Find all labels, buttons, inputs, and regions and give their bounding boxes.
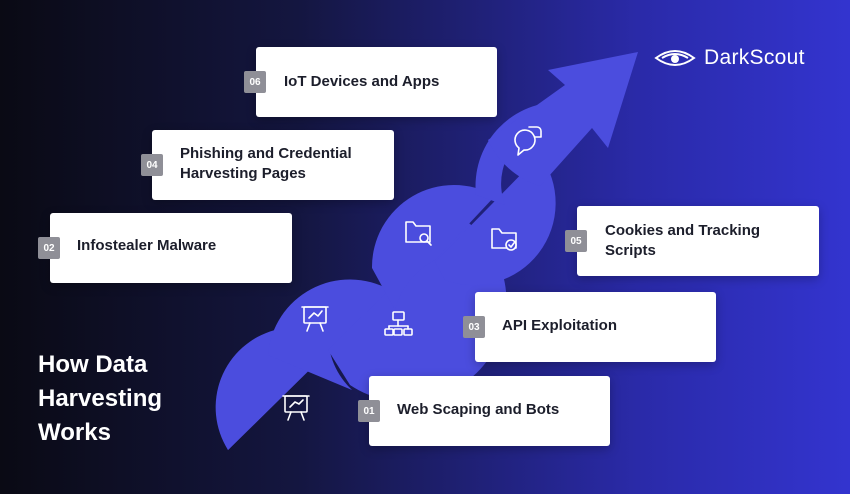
step-number-01: 01: [358, 400, 380, 422]
chat-bubble-icon: [514, 126, 542, 156]
step-number-06: 06: [244, 71, 266, 93]
page-title: How Data Harvesting Works: [38, 351, 163, 446]
eye-logo-icon: [654, 50, 696, 66]
flow-segment-5: [371, 185, 495, 310]
presentation-trend-icon: [301, 306, 329, 332]
step-number-03: 03: [463, 316, 485, 338]
folder-check-icon: [491, 228, 517, 251]
step-card-06: [256, 47, 497, 117]
flow-segment-6: [435, 155, 556, 286]
step-label-06: IoT Devices and Apps: [284, 73, 440, 90]
step-card-03: [475, 292, 716, 362]
step-card-02: [50, 213, 292, 283]
step-label-01: Web Scaping and Bots: [397, 401, 560, 418]
step-card-05: [577, 206, 819, 276]
step-label-04: Phishing and Credential Harvesting Pages: [180, 145, 352, 182]
flow-segment-3: [268, 279, 390, 390]
flow-segment-7: [475, 102, 558, 205]
brand-name: DarkScout: [704, 46, 805, 69]
step-number-02: 02: [38, 237, 60, 259]
brand-logo: DarkScout: [654, 46, 805, 70]
step-card-01: [369, 376, 610, 446]
step-number-05: 05: [565, 230, 587, 252]
network-hierarchy-icon: [384, 311, 413, 336]
step-label-05: Cookies and Tracking Scripts: [605, 222, 761, 259]
step-label-03: API Exploitation: [502, 317, 618, 334]
folder-search-icon: [405, 221, 432, 246]
step-number-04: 04: [141, 154, 163, 176]
step-label-02: Infostealer Malware: [77, 237, 217, 254]
step-card-04: [152, 130, 394, 200]
flow-arrow-head: [488, 52, 638, 186]
presentation-chart-icon: [282, 395, 310, 421]
